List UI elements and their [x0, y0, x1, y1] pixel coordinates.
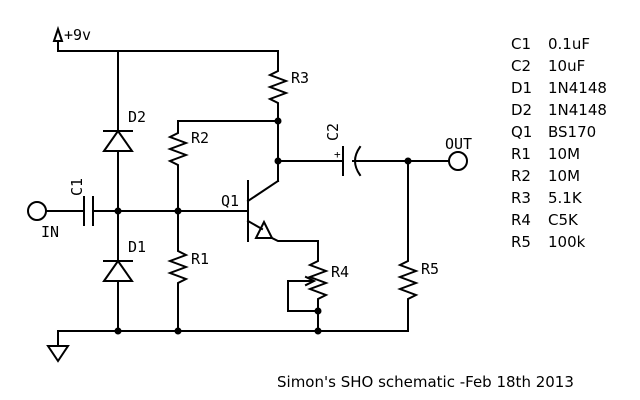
junction-dot [274, 117, 282, 125]
bom-value: 10M [548, 145, 580, 163]
supply-label: +9v [64, 26, 91, 44]
transistor-emitter [246, 219, 264, 231]
bom-value: 0.1uF [548, 35, 590, 53]
bom-value: 1N4148 [548, 101, 607, 119]
bom-ref: R1 [511, 145, 531, 163]
capacitor-c1 [83, 196, 94, 226]
output-port-icon [448, 151, 468, 171]
bom-ref: D2 [511, 101, 532, 119]
potentiometer-r4 [287, 240, 329, 332]
label-c2: C2 [324, 123, 342, 141]
diode-triangle-icon [102, 259, 134, 282]
bom-value: 100k [548, 233, 586, 251]
transistor-q1 [246, 179, 319, 242]
resistor-r1 [167, 210, 189, 332]
wire [270, 236, 319, 242]
bom-value: 5.1K [548, 189, 583, 207]
diode-d2 [102, 129, 134, 152]
bom-ref: Q1 [511, 123, 532, 141]
diode-triangle-icon [102, 129, 134, 152]
label-q1: Q1 [221, 192, 239, 210]
junction-dot [114, 327, 122, 335]
junction-dot [314, 307, 322, 315]
wiper-arrow-icon [304, 275, 317, 287]
input-port-icon [27, 201, 47, 221]
bom-ref: C1 [511, 35, 531, 53]
label-d1: D1 [128, 238, 146, 256]
ground-icon [46, 345, 70, 363]
output-label: OUT [445, 135, 472, 153]
supply-arrow-icon [52, 25, 64, 42]
bom-value: 10M [548, 167, 580, 185]
polarity-plus: + [334, 148, 341, 161]
schematic-title: Simon's SHO schematic -Feb 18th 2013 [277, 373, 574, 391]
junction-dot [114, 207, 122, 215]
bom-value: 1N4148 [548, 79, 607, 97]
bom-ref: R3 [511, 189, 531, 207]
label-r3: R3 [291, 69, 309, 87]
junction-dot [174, 327, 182, 335]
diode-d1 [102, 259, 134, 282]
input-label: IN [41, 223, 59, 241]
label-r4: R4 [331, 263, 349, 281]
bom-ref: R5 [511, 233, 531, 251]
resistor-r2 [167, 120, 189, 212]
bom-ref: R2 [511, 167, 531, 185]
label-r2: R2 [191, 129, 209, 147]
bom-ref: R4 [511, 211, 531, 229]
bom-ref: C2 [511, 57, 531, 75]
bom-value: C5K [548, 211, 579, 229]
resistor-r3 [267, 50, 289, 182]
bom-value: BS170 [548, 123, 596, 141]
resistor-r4 [307, 240, 329, 332]
bom-ref: D1 [511, 79, 532, 97]
resistor-r5 [397, 160, 419, 332]
ground-symbol [46, 330, 70, 363]
bom-list: C1 0.1uF C2 10uF D1 1N4148 D2 1N4148 Q1 … [511, 35, 607, 251]
label-c1: C1 [68, 178, 86, 196]
label-d2: D2 [128, 108, 146, 126]
emitter-arrow-icon [254, 219, 274, 239]
wiper-wire [287, 280, 319, 312]
transistor-collector [246, 179, 280, 203]
label-r5: R5 [421, 260, 439, 278]
bom-value: 10uF [548, 57, 585, 75]
label-r1: R1 [191, 250, 209, 268]
supply-symbol [52, 25, 64, 52]
